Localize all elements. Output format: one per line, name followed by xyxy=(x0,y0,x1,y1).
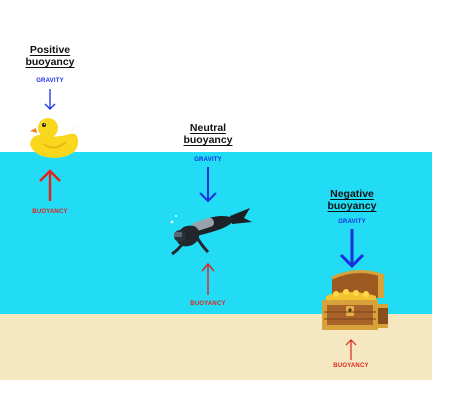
positive-gravity-arrow-icon xyxy=(44,89,56,110)
neutral-buoyancy-arrow-icon xyxy=(201,262,215,295)
positive-title-line1: Positive xyxy=(29,44,71,56)
negative-title-line1: Negative xyxy=(330,188,374,200)
neutral-title-line2: buoyancy xyxy=(183,134,233,146)
neutral-buoyancy-title: Neutral buoyancy xyxy=(173,122,243,146)
positive-title-line2: buoyancy xyxy=(25,56,75,68)
neutral-gravity-label: GRAVITY xyxy=(194,157,222,163)
negative-buoyancy-arrow-icon xyxy=(345,339,357,360)
positive-buoyancy-label: BUOYANCY xyxy=(32,209,68,215)
negative-buoyancy-label: BUOYANCY xyxy=(333,363,369,369)
negative-gravity-arrow-icon xyxy=(339,229,365,269)
neutral-title-line1: Neutral xyxy=(189,122,227,134)
neutral-buoyancy-label: BUOYANCY xyxy=(190,301,226,307)
positive-buoyancy-title: Positive buoyancy xyxy=(15,44,85,68)
scuba-diver-icon xyxy=(170,208,252,256)
rubber-duck-icon xyxy=(30,118,78,158)
treasure-chest-icon xyxy=(322,270,388,330)
positive-gravity-label: GRAVITY xyxy=(36,78,64,84)
negative-title-line2: buoyancy xyxy=(327,200,377,212)
positive-buoyancy-arrow-icon xyxy=(39,169,61,201)
neutral-gravity-arrow-icon xyxy=(199,167,217,203)
negative-gravity-label: GRAVITY xyxy=(338,219,366,225)
negative-buoyancy-title: Negative buoyancy xyxy=(317,188,387,212)
